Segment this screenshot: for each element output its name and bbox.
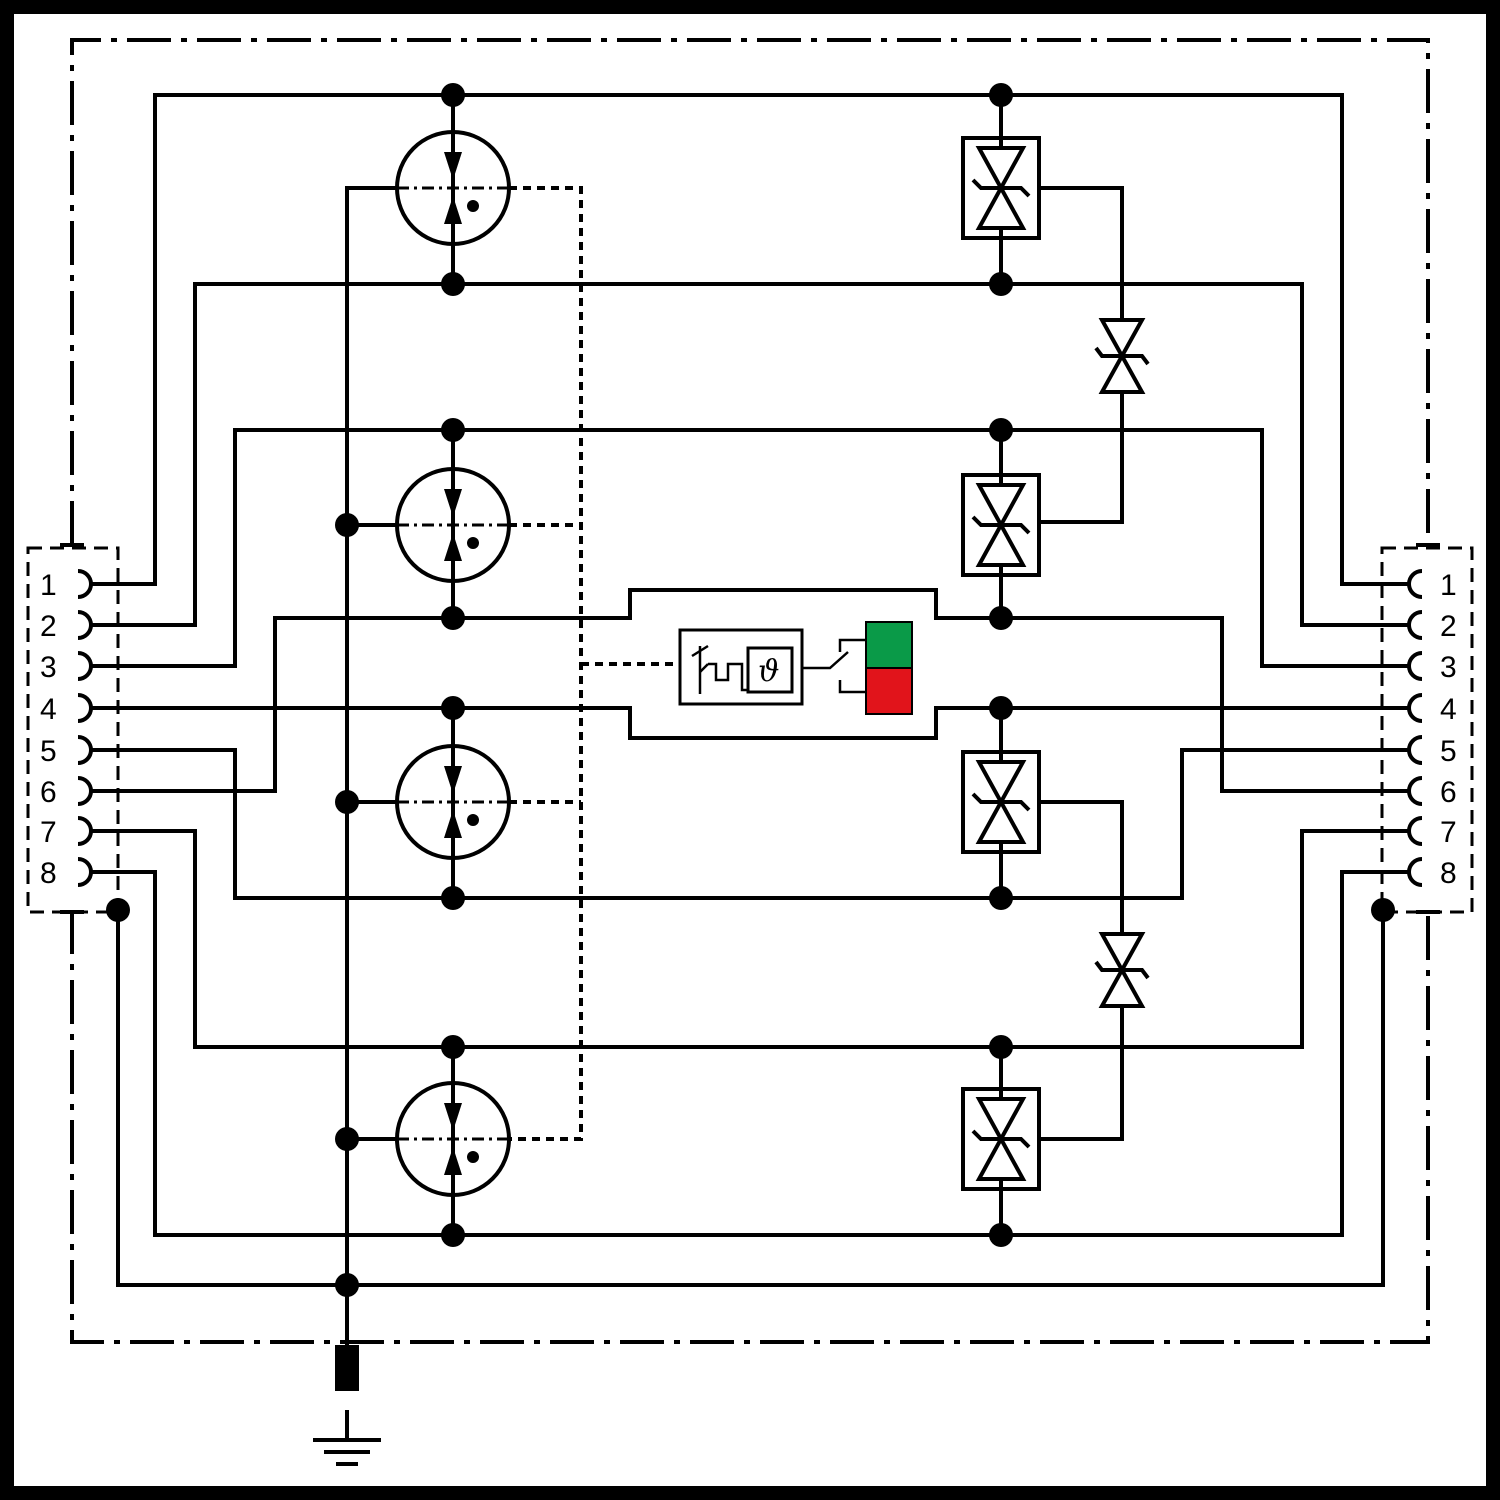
left-pin-4: 4 — [40, 693, 57, 726]
left-pin-labels: 1 2 3 4 5 6 7 8 — [40, 569, 57, 890]
status-indicator-icon — [865, 621, 913, 715]
tvs-diode-icon — [961, 136, 1041, 240]
ground-icon — [313, 1410, 381, 1466]
gas-discharge-tube-icon — [395, 467, 511, 583]
status-fault-window — [865, 667, 913, 715]
left-connector — [26, 546, 120, 914]
left-pin-5: 5 — [40, 735, 57, 768]
tvs-diode-icon — [1094, 932, 1150, 1008]
tvs-diode-icon — [961, 750, 1041, 854]
left-pin-1: 1 — [40, 569, 57, 602]
thermal-symbol: ϑ — [758, 654, 779, 689]
right-pin-5: 5 — [1440, 735, 1457, 768]
thermal-disconnector-icon: ϑ — [678, 628, 804, 706]
right-pin-2: 2 — [1440, 610, 1457, 643]
left-pin-2: 2 — [40, 610, 57, 643]
status-ok-window — [865, 621, 913, 669]
right-pin-3: 3 — [1440, 651, 1457, 684]
right-pin-labels: 1 2 3 4 5 6 7 8 — [1440, 569, 1457, 890]
left-pin-3: 3 — [40, 651, 57, 684]
tvs-diode-icon — [961, 473, 1041, 577]
right-pin-8: 8 — [1440, 857, 1457, 890]
left-pin-7: 7 — [40, 816, 57, 849]
right-pin-6: 6 — [1440, 776, 1457, 809]
right-connector — [1380, 546, 1474, 914]
tvs-diode-icon — [1094, 318, 1150, 394]
status-switch — [802, 638, 866, 694]
left-pin-8: 8 — [40, 857, 57, 890]
junction-dots — [106, 83, 1395, 1297]
right-pin-7: 7 — [1440, 816, 1457, 849]
right-pin-1: 1 — [1440, 569, 1457, 602]
gas-discharge-tube-icon — [395, 744, 511, 860]
thermal-linkage — [509, 186, 680, 1141]
signal-wires — [91, 93, 1409, 1287]
gas-discharge-tube-icon — [395, 1081, 511, 1197]
left-pin-sockets — [77, 569, 93, 887]
left-pin-6: 6 — [40, 776, 57, 809]
right-pin-4: 4 — [1440, 693, 1457, 726]
right-pin-sockets — [1407, 569, 1423, 887]
tvs-diode-icon — [961, 1087, 1041, 1191]
gas-discharge-tube-icon — [395, 130, 511, 246]
ground-bus — [335, 186, 397, 1391]
